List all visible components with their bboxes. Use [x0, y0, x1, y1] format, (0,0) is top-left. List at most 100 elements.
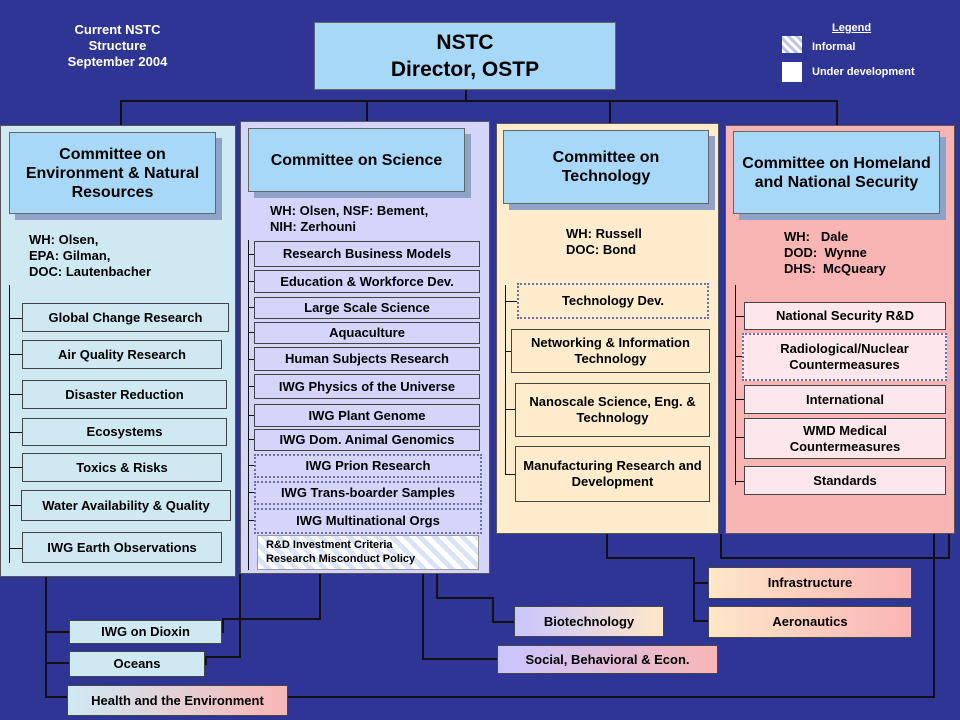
connector-line: [287, 696, 934, 698]
connector-line: [735, 481, 744, 482]
connector-line: [45, 577, 47, 698]
shared-biotechnology: Biotechnology: [514, 606, 664, 637]
connector-line: [492, 597, 494, 623]
shared-infrastructure: Infrastructure: [708, 567, 912, 599]
legend: Legend Informal Under development: [780, 20, 950, 90]
connector-line: [735, 285, 736, 485]
connector-line: [422, 658, 498, 660]
legend-development-swatch: [782, 62, 802, 82]
sci-item-rd-investment: R&D Investment Criteria: [266, 539, 393, 551]
env-item-disaster: Disaster Reduction: [22, 380, 227, 409]
home-chair-line: WH: Dale: [784, 229, 849, 244]
tech-chair-line: DOC: Bond: [566, 242, 637, 257]
env-item-toxics: Toxics & Risks: [22, 453, 222, 482]
connector-line: [505, 409, 517, 410]
connector-line: [205, 656, 207, 665]
shared-social-behavioral: Social, Behavioral & Econ.: [497, 645, 718, 674]
connector-line: [693, 582, 709, 584]
home-chairs: WH: Dale DOD: Wynne DHS: McQueary: [784, 229, 886, 277]
env-chairs: WH: Olsen, EPA: Gilman, DOC: Lautenbache…: [29, 232, 151, 280]
connector-line: [248, 281, 254, 282]
home-item-international: International: [744, 385, 946, 414]
connector-line: [248, 386, 254, 387]
nstc-director-box: NSTC Director, OSTP: [314, 22, 616, 90]
connector-line: [205, 656, 240, 658]
tech-item-manufacturing: Manufacturing Research and Development: [515, 446, 710, 502]
connector-line: [366, 100, 368, 122]
connector-line: [248, 492, 254, 493]
env-chair-line: EPA: Gilman,: [29, 248, 111, 263]
connector-line: [436, 597, 493, 599]
sci-item-research-business: Research Business Models: [254, 241, 480, 267]
connector-line: [948, 534, 950, 559]
connector-line: [222, 618, 224, 633]
connector-line: [836, 100, 838, 126]
sci-development-items: R&D Investment Criteria Research Miscond…: [257, 535, 479, 570]
tech-item-nanoscale: Nanoscale Science, Eng. & Technology: [515, 383, 710, 437]
connector-line: [436, 574, 438, 598]
env-chair-line: WH: Olsen,: [29, 232, 99, 247]
connector-line: [465, 88, 467, 100]
sci-item-misconduct: Research Misconduct Policy: [266, 553, 416, 565]
connector-line: [9, 467, 22, 468]
home-item-national-security-rd: National Security R&D: [744, 302, 946, 330]
connector-line: [248, 465, 254, 466]
connector-line: [9, 354, 22, 355]
tech-chair-line: WH: Russell: [566, 226, 642, 241]
connector-line: [492, 621, 515, 623]
shared-iwg-dioxin: IWG on Dioxin: [69, 620, 222, 644]
home-committee-header: Committee on Homeland and National Secur…: [733, 131, 940, 214]
sci-item-large-scale: Large Scale Science: [254, 297, 480, 319]
connector-line: [248, 240, 249, 570]
chart-title: Current NSTC Structure September 2004: [30, 22, 205, 70]
connector-line: [735, 356, 744, 357]
connector-line: [606, 557, 694, 559]
connector-line: [248, 359, 254, 360]
sci-item-animal-genomics: IWG Dom. Animal Genomics: [254, 429, 480, 451]
title-line1: Current NSTC: [74, 22, 161, 37]
connector-line: [45, 631, 69, 633]
connector-line: [505, 474, 517, 475]
connector-line: [609, 100, 611, 124]
connector-line: [9, 432, 22, 433]
connector-line: [505, 285, 506, 475]
connector-line: [9, 318, 22, 319]
connector-line: [45, 662, 69, 664]
connector-line: [720, 534, 722, 558]
home-chair-line: DHS: McQueary: [784, 261, 886, 276]
legend-informal-label: Informal: [812, 41, 856, 53]
connector-line: [720, 557, 950, 559]
connector-line: [9, 285, 10, 563]
connector-line: [222, 618, 320, 620]
sci-committee-header: Committee on Science: [248, 128, 465, 192]
home-chair-line: DOD: Wynne: [784, 245, 867, 260]
sci-item-aquaculture: Aquaculture: [254, 322, 480, 344]
connector-line: [693, 620, 709, 622]
connector-line: [248, 415, 254, 416]
sci-item-education: Education & Workforce Dev.: [254, 270, 480, 293]
env-item-earth-obs: IWG Earth Observations: [22, 532, 222, 563]
connector-line: [693, 557, 695, 622]
connector-line: [120, 100, 122, 126]
legend-title: Legend: [832, 22, 872, 34]
connector-line: [248, 332, 254, 333]
env-item-global-change: Global Change Research: [22, 303, 229, 332]
legend-informal-swatch: [782, 36, 802, 53]
connector-line: [248, 307, 254, 308]
connector-line: [735, 437, 744, 438]
connector-line: [120, 100, 838, 102]
connector-line: [248, 520, 254, 521]
env-item-ecosystems: Ecosystems: [22, 418, 227, 446]
tech-chairs: WH: Russell DOC: Bond: [566, 226, 642, 258]
shared-oceans: Oceans: [69, 651, 205, 677]
home-item-radiological: Radiological/Nuclear Countermeasures: [742, 333, 947, 381]
env-committee-header: Committee on Environment & Natural Resou…: [9, 132, 216, 214]
tech-item-networking: Networking & Information Technology: [511, 329, 710, 373]
director-label: Director, OSTP: [390, 58, 540, 81]
connector-line: [248, 254, 254, 255]
env-item-water: Water Availability & Quality: [21, 490, 231, 521]
legend-development-label: Under development: [812, 66, 915, 78]
connector-line: [735, 316, 744, 317]
connector-line: [239, 574, 241, 658]
title-line2: Structure: [88, 38, 147, 53]
